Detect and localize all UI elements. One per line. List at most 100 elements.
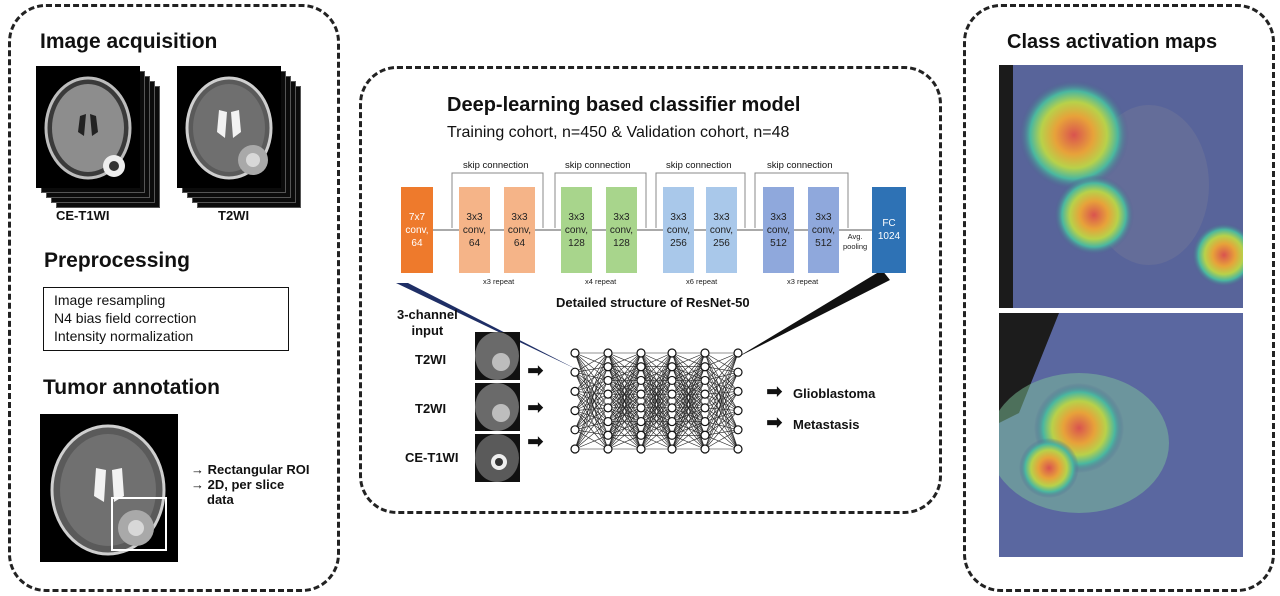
nn-node xyxy=(636,416,646,427)
repeat-label: x3 repeat xyxy=(483,277,515,286)
nn-edge xyxy=(704,352,739,422)
nn-node xyxy=(570,425,580,435)
nn-edge xyxy=(671,352,706,381)
nn-edge xyxy=(704,391,739,422)
activation-map-bottom xyxy=(999,313,1243,557)
nn-edge xyxy=(704,407,739,431)
conv-block-512: 3x3 conv, 512 xyxy=(808,187,839,273)
nn-node xyxy=(636,444,646,454)
nn-node xyxy=(603,444,613,454)
nn-edge xyxy=(640,407,673,450)
nn-node xyxy=(603,348,613,358)
nn-edge xyxy=(607,352,642,436)
nn-edge xyxy=(704,352,739,367)
annotation-note: → Rectangular ROI xyxy=(191,462,310,477)
nn-edge xyxy=(704,372,739,450)
nn-edge xyxy=(671,352,706,422)
preprocessing-title: Preprocessing xyxy=(44,249,190,272)
nn-edge xyxy=(704,393,739,431)
nn-edge xyxy=(574,407,609,450)
nn-edge xyxy=(574,352,609,436)
nn-edge xyxy=(574,410,609,436)
nn-node xyxy=(733,348,743,358)
nn-node xyxy=(700,444,710,454)
nn-edge xyxy=(607,352,642,422)
nn-edge xyxy=(574,366,609,392)
nn-edge xyxy=(704,393,739,450)
nn-edge xyxy=(704,380,739,392)
preprocessing-step: Image resampling xyxy=(54,292,166,308)
nn-edge xyxy=(704,371,739,395)
nn-edge xyxy=(704,352,739,395)
class-activation-maps-title: Class activation maps xyxy=(1007,31,1218,53)
nn-node xyxy=(603,389,613,399)
ce-t1wi-image xyxy=(36,66,140,188)
nn-edge xyxy=(574,380,609,450)
nn-edge xyxy=(704,380,739,411)
nn-edge xyxy=(607,352,642,367)
classifier-title: Deep-learning based classifier model xyxy=(447,94,801,116)
nn-edge xyxy=(607,366,642,450)
nn-node xyxy=(636,348,646,358)
nn-edge xyxy=(574,391,609,422)
neural-network xyxy=(570,348,743,454)
nn-edge xyxy=(704,393,739,411)
nn-edge xyxy=(671,352,706,367)
nn-edge xyxy=(704,429,739,450)
nn-node xyxy=(570,386,580,397)
nn-node xyxy=(570,367,580,377)
nn-edge xyxy=(574,380,609,430)
input-arrow: ➡ xyxy=(527,397,544,419)
nn-node xyxy=(700,430,710,440)
input-title: 3-channel input xyxy=(397,307,458,338)
nn-edge xyxy=(574,352,609,395)
nn-edge xyxy=(574,393,609,431)
nn-edge xyxy=(574,380,609,392)
nn-edge xyxy=(574,371,609,381)
annotation-note: → 2D, per slice xyxy=(191,477,285,492)
nn-edge xyxy=(574,352,609,381)
nn-edge xyxy=(574,393,609,450)
nn-edge xyxy=(704,366,739,373)
nn-node xyxy=(636,430,646,440)
nn-edge xyxy=(704,421,739,431)
nn-node xyxy=(667,416,677,427)
resnet-structure-caption: Detailed structure of ResNet-50 xyxy=(556,295,750,310)
nn-edge xyxy=(671,352,706,409)
nn-node xyxy=(700,375,710,386)
conv-block-64: 3x3 conv, 64 xyxy=(504,187,535,273)
nn-edge xyxy=(704,366,739,411)
nn-node xyxy=(667,362,677,372)
nn-edge xyxy=(574,407,609,411)
nn-edge xyxy=(704,435,739,450)
nn-node xyxy=(733,367,743,377)
nn-node xyxy=(570,348,580,358)
nn-node xyxy=(603,375,613,386)
nn-edge xyxy=(574,352,609,409)
skip-connection-label: skip connection xyxy=(767,160,833,171)
nn-edge xyxy=(704,391,739,395)
input-channel-label: T2WI xyxy=(415,352,447,367)
nn-edge xyxy=(574,352,609,392)
nn-edge xyxy=(607,380,642,450)
output-glioblastoma: Glioblastoma xyxy=(793,386,876,401)
nn-node xyxy=(636,362,646,372)
conv-block-64: 3x3 conv, 64 xyxy=(459,187,490,273)
nn-edge xyxy=(671,352,706,395)
nn-edge xyxy=(607,352,642,409)
nn-node xyxy=(667,403,677,413)
nn-edge xyxy=(574,391,609,436)
nn-edge xyxy=(574,372,609,436)
nn-edge xyxy=(671,407,706,450)
nn-edge xyxy=(704,366,739,430)
nn-edge xyxy=(704,410,739,436)
nn-edge xyxy=(704,391,739,409)
annotated-mri-image xyxy=(40,414,178,562)
ce-t1wi-label: CE-T1WI xyxy=(56,208,110,223)
avg-pooling-label: Avg. pooling xyxy=(843,232,868,251)
nn-edge xyxy=(574,352,609,373)
nn-edge xyxy=(574,429,609,436)
output-metastasis: Metastasis xyxy=(793,417,860,432)
t2wi-label: T2WI xyxy=(218,208,250,223)
